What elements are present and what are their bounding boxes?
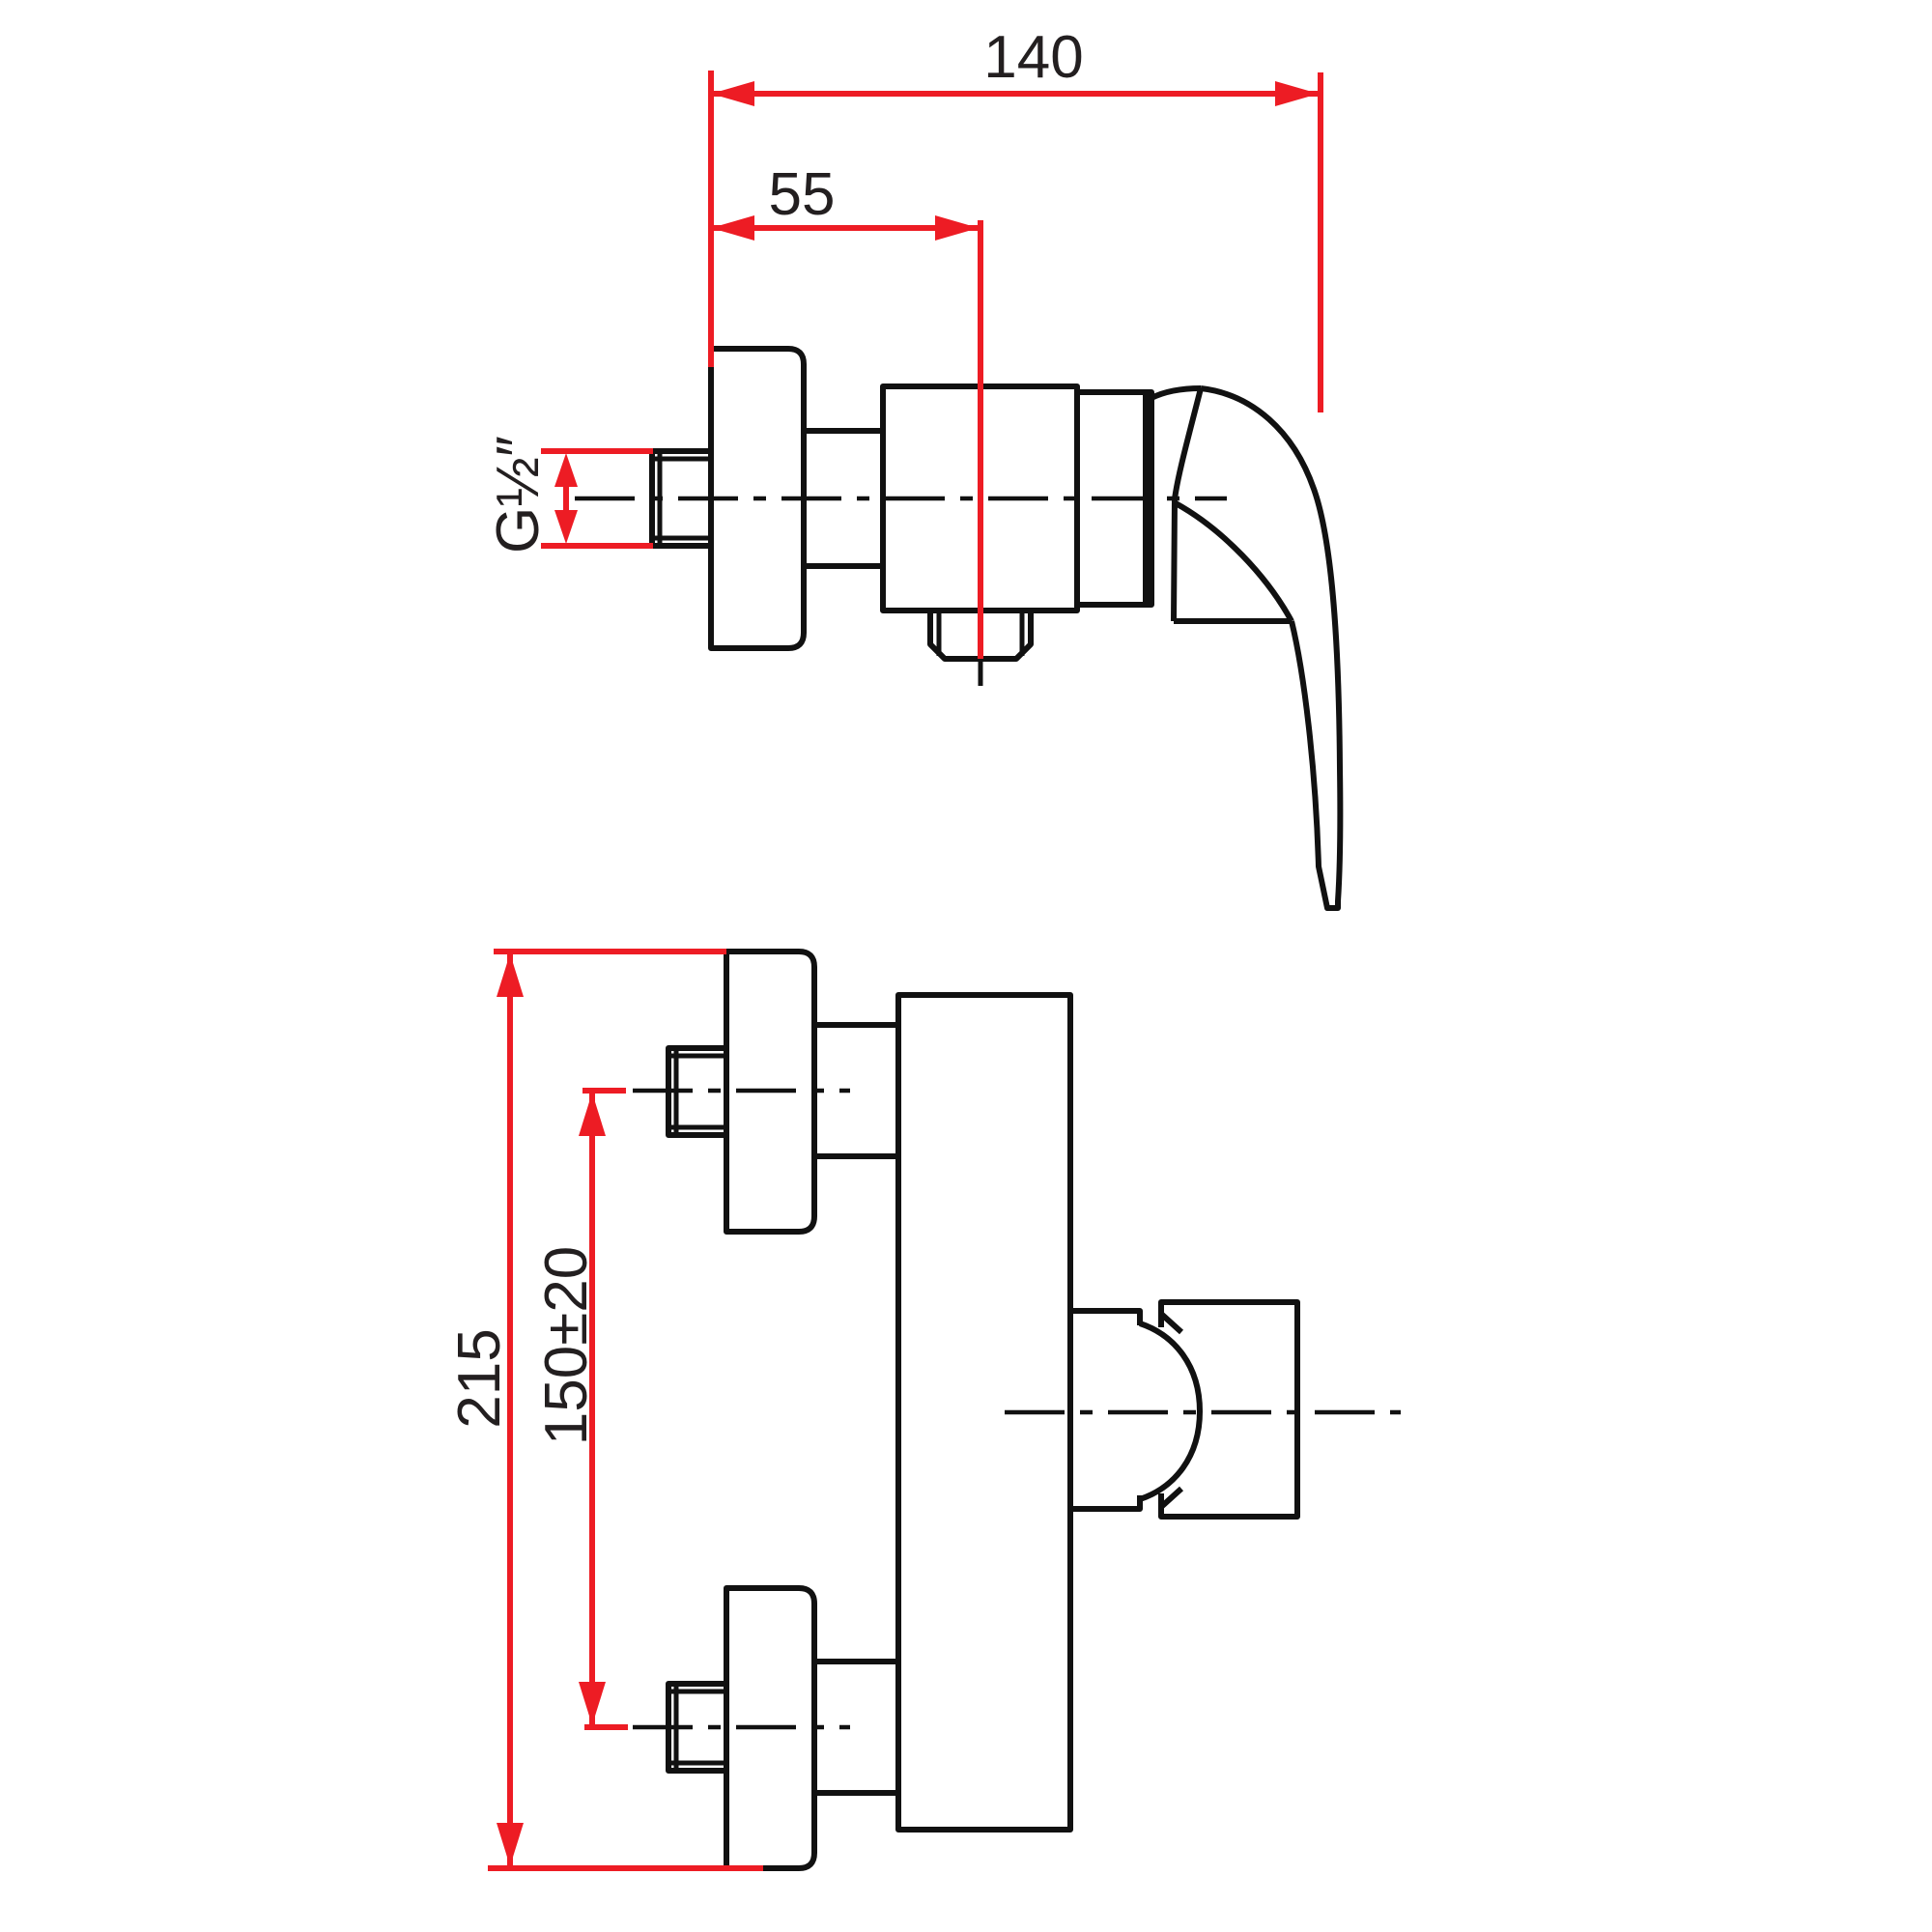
dim-overall-depth: 140 [708, 24, 1323, 412]
dome-top-curve [1150, 385, 1202, 401]
front-lower-flange [724, 1585, 817, 1871]
side-wall-flange [708, 346, 807, 651]
front-valve-body [895, 992, 1073, 1833]
front-dome-arc [1139, 1321, 1203, 1502]
handle-front-edge [1171, 387, 1204, 622]
dim-140-arrow-right [1275, 81, 1319, 106]
side-lever-handle [1200, 385, 1344, 911]
dim-thread-size: G½″ [485, 436, 653, 554]
front-dome-corner-lines [1158, 1311, 1184, 1510]
dim-150-arrow-up [579, 1093, 606, 1136]
dim-inlet-spacing: 150±20 [533, 1088, 628, 1730]
side-view: 140 55 G½″ [485, 24, 1344, 911]
dim-outlet-offset: 55 [711, 161, 983, 659]
upper-nut-outline [666, 1045, 729, 1138]
supply-nut-thread-lines [652, 451, 711, 546]
side-valve-body [880, 384, 1080, 613]
dim-55-arrow-left [711, 215, 754, 241]
front-handle-block [1158, 1299, 1300, 1520]
front-view: 215 150±20 [446, 949, 1401, 1871]
front-lower-nut [666, 1681, 729, 1774]
dim-overall-height: 215 [446, 949, 763, 1871]
front-upper-neck [814, 1022, 898, 1159]
side-dome-cap [1150, 385, 1294, 624]
dome-lower-curve [1174, 500, 1294, 623]
front-lower-neck [814, 1659, 898, 1796]
dim-55-arrow-right [935, 215, 979, 241]
front-upper-flange [724, 949, 817, 1235]
upper-nut-thread-lines [668, 1048, 726, 1135]
dim-140-arrow-left [711, 81, 754, 106]
lower-nut-thread-lines [668, 1684, 726, 1771]
dim-thread-arrow-up [554, 453, 578, 487]
dim-label-140: 140 [983, 24, 1083, 91]
side-cartridge-ring [1074, 389, 1154, 608]
dim-215-arrow-up [497, 953, 524, 997]
front-cartridge-step [1070, 1308, 1143, 1512]
dim-label-55: 55 [769, 161, 836, 228]
dim-215-arrow-down [497, 1823, 524, 1866]
side-neck [804, 428, 883, 569]
dim-label-thread: G½″ [485, 436, 552, 554]
front-upper-nut [666, 1045, 729, 1138]
lower-nut-outline [666, 1681, 729, 1774]
dim-thread-arrow-down [554, 510, 578, 544]
dim-label-150: 150±20 [533, 1246, 600, 1445]
dim-label-215: 215 [446, 1328, 513, 1428]
dim-150-arrow-down [579, 1682, 606, 1725]
outlet-nut-inner-lines [936, 611, 1025, 656]
